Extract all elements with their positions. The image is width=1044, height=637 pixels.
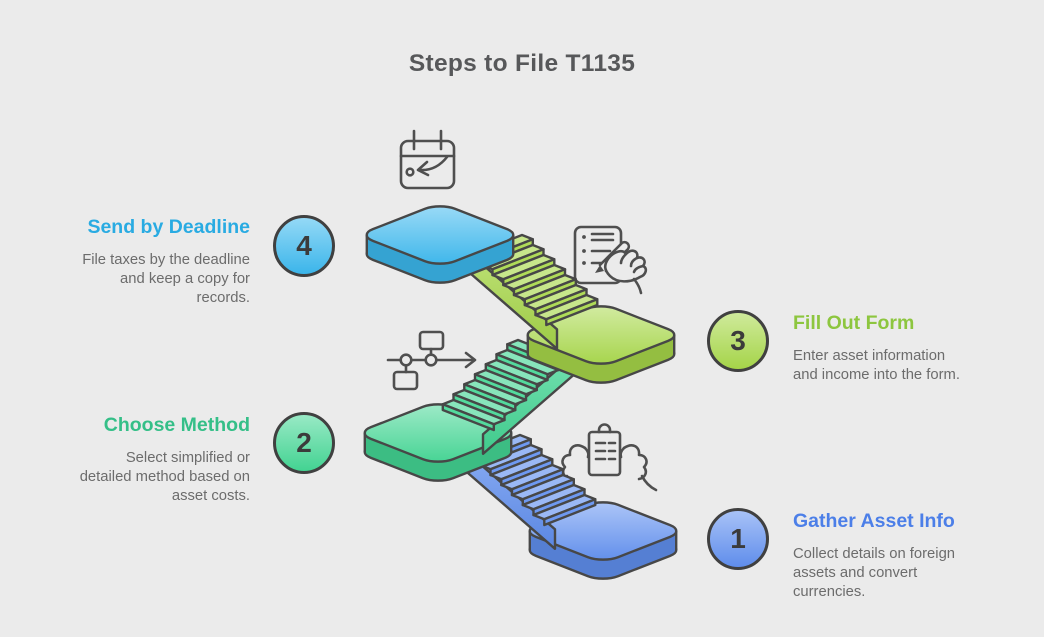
step-2-description: Select simplified or detailed method bas… bbox=[79, 450, 250, 504]
step-4-heading: Send by Deadline bbox=[87, 216, 250, 238]
step-1-badge: 1 bbox=[707, 508, 769, 570]
platform-step-3 bbox=[519, 303, 683, 386]
step-4-badge: 4 bbox=[273, 215, 335, 277]
page-title: Steps to File T1135 bbox=[408, 50, 636, 77]
step-4-number: 4 bbox=[296, 230, 312, 261]
step-1-text: Gather Asset Info Collect details on for… bbox=[793, 510, 965, 601]
step-1-number: 1 bbox=[730, 523, 746, 554]
step-3-heading: Fill Out Form bbox=[793, 312, 915, 334]
platform-step-4 bbox=[358, 203, 522, 286]
flowchart-icon bbox=[386, 330, 477, 391]
step-4-text: Send by Deadline File taxes by the deadl… bbox=[70, 216, 250, 307]
step-1-heading: Gather Asset Info bbox=[793, 510, 955, 532]
staircase-step-1 bbox=[458, 433, 597, 550]
staircase-step-2 bbox=[441, 338, 580, 455]
step-3-number: 3 bbox=[730, 325, 746, 356]
step-3-text: Fill Out Form Enter asset information an… bbox=[793, 312, 968, 385]
step-2-text: Choose Method Select simplified or detai… bbox=[70, 414, 250, 505]
step-2-badge: 2 bbox=[273, 412, 335, 474]
step-3-description: Enter asset information and income into … bbox=[793, 348, 960, 384]
platform-step-2 bbox=[356, 401, 520, 484]
step-4-description: File taxes by the deadline and keep a co… bbox=[82, 252, 250, 306]
step-2-heading: Choose Method bbox=[103, 414, 250, 436]
step-2-number: 2 bbox=[296, 427, 312, 458]
calendar-deadline-icon bbox=[399, 129, 456, 190]
form-pen-icon bbox=[573, 225, 648, 295]
step-1-description: Collect details on foreign assets and co… bbox=[793, 546, 956, 600]
hands-holding-document-icon bbox=[551, 423, 658, 492]
step-3-badge: 3 bbox=[707, 310, 769, 372]
